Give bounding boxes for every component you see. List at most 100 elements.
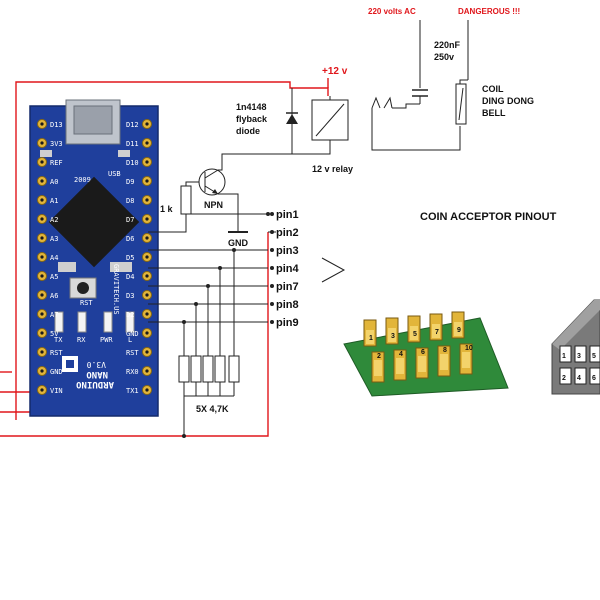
mains-voltage-warning: 220 volts AC (368, 7, 416, 16)
right-pin-label: D11 (126, 140, 139, 148)
transistor-stage: 1 k NPN GND (160, 153, 292, 248)
pin-entry-pin3: pin3 (270, 245, 299, 257)
pullup-resistors: 5X 4,7K (178, 355, 240, 414)
board-name-arduino: ARDUINO (75, 379, 114, 389)
coin-acceptor-pin-list: pin1 pin2 pin3 pin4 pin7 pin8 pin9 (270, 209, 299, 329)
pin-number-label: 9 (457, 327, 461, 334)
capacitor-voltage: 250v (434, 52, 454, 62)
pin-terminal (270, 212, 274, 216)
left-pin-label: D13 (50, 121, 63, 129)
pin-entry-pin1: pin1 (270, 209, 299, 221)
pin-entry-pin2: pin2 (270, 227, 299, 239)
left-header-pin: VIN (37, 385, 63, 395)
left-pin-label: A7 (50, 311, 58, 319)
right-header-pin: D8 (126, 195, 152, 205)
arduino-nano-board: USB 2009 RST TX RX PWR L ARDUINO NANO V3… (29, 99, 159, 417)
housing-num-1: 1 (562, 353, 566, 360)
pin-label: pin7 (276, 281, 299, 293)
gold-pin-bottom (415, 347, 429, 379)
mains-danger-warning: DANGEROUS !!! (458, 7, 520, 16)
pullup-label: 5X 4,7K (196, 404, 229, 414)
gold-pin-top (429, 313, 443, 341)
led-pwr (103, 311, 113, 333)
relay-stage: 1n4148 flyback diode 12 v relay +12 v (236, 66, 353, 174)
gold-pin-top (385, 317, 399, 345)
pin-terminal (270, 302, 274, 306)
led-tx (54, 311, 64, 333)
left-header-pin: 5V (37, 328, 59, 338)
pullup-resistor-4 (214, 355, 226, 383)
left-pin-label: A2 (50, 216, 58, 224)
pin-number-label: 3 (391, 333, 395, 340)
signal-wires (148, 214, 268, 438)
pin-entry-pin9: pin9 (270, 317, 299, 329)
housing-num-2: 2 (562, 375, 566, 382)
pin-label: pin8 (276, 299, 299, 311)
left-pin-label: GND (50, 368, 63, 376)
pin-entry-pin4: pin4 (270, 263, 299, 275)
red-wires (0, 81, 329, 437)
left-header-pin: A1 (37, 195, 58, 205)
right-header-pin: D10 (126, 157, 152, 167)
pin-number-label: 5 (413, 331, 417, 338)
right-pin-label: RST (126, 349, 139, 357)
right-pin-label: D4 (126, 273, 134, 281)
right-pin-label: D12 (126, 121, 139, 129)
right-header-pin: D9 (126, 176, 152, 186)
bell-circuit: 220 volts AC DANGEROUS !!! 220nF 250v CO… (368, 7, 534, 151)
usb-label: USB (108, 170, 121, 178)
left-header-pin: A2 (37, 214, 58, 224)
diode-label-1: 1n4148 (236, 102, 267, 112)
right-header-pin: D12 (126, 119, 152, 129)
atmega-chip (48, 176, 140, 268)
pin-number-label: 10 (465, 345, 473, 352)
right-pin-label: GND (126, 330, 139, 338)
right-pin-label: RX0 (126, 368, 139, 376)
plus12-label: +12 v (322, 66, 348, 77)
pin-terminal (270, 266, 274, 270)
pullup-resistor-2 (190, 355, 202, 383)
right-header-pin: RX0 (126, 366, 152, 376)
left-header-pin: A7 (37, 309, 58, 319)
housing-num-3: 3 (577, 353, 581, 360)
pin-entry-pin8: pin8 (270, 299, 299, 311)
diode-label-3: diode (236, 126, 260, 136)
coil-label-1: COIL (482, 84, 504, 94)
connector-housing-illustration: 1 3 5 2 4 6 (551, 299, 600, 395)
right-header-pin: TX1 (126, 385, 152, 395)
diode-label-2: flyback (236, 114, 268, 124)
led-pwr-label: PWR (100, 336, 113, 344)
capacitor-value: 220nF (434, 40, 461, 50)
relay-label: 12 v relay (312, 164, 353, 174)
pin-number-label: 7 (435, 329, 439, 336)
left-header-pin: A6 (37, 290, 58, 300)
right-header-pin: D3 (126, 290, 152, 300)
left-header-pin: 3V3 (37, 138, 63, 148)
pin-label: pin4 (276, 263, 299, 275)
left-pin-label: RST (50, 349, 63, 357)
gold-pin-top (363, 319, 377, 347)
gold-pin-bottom (393, 349, 407, 381)
pin-label: pin2 (276, 227, 299, 239)
pin-number-label: 4 (399, 351, 403, 358)
year-label: 2009 (74, 176, 91, 184)
pin-label: pin1 (276, 209, 299, 221)
base-resistor (180, 185, 192, 215)
pin-label: pin9 (276, 317, 299, 329)
pin-entry-pin7: pin7 (270, 281, 299, 293)
right-header-pin: D2 (126, 309, 152, 319)
pin-number-label: 1 (369, 335, 373, 342)
board-name-nano: NANO (86, 369, 108, 379)
left-pin-label: 5V (50, 330, 59, 338)
left-header-pin: RST (37, 347, 63, 357)
left-pin-label: A5 (50, 273, 58, 281)
right-header-pin: D7 (126, 214, 152, 224)
right-pin-label: D3 (126, 292, 134, 300)
pin-terminal (270, 320, 274, 324)
right-pin-label: D8 (126, 197, 134, 205)
left-pin-label: A4 (50, 254, 58, 262)
